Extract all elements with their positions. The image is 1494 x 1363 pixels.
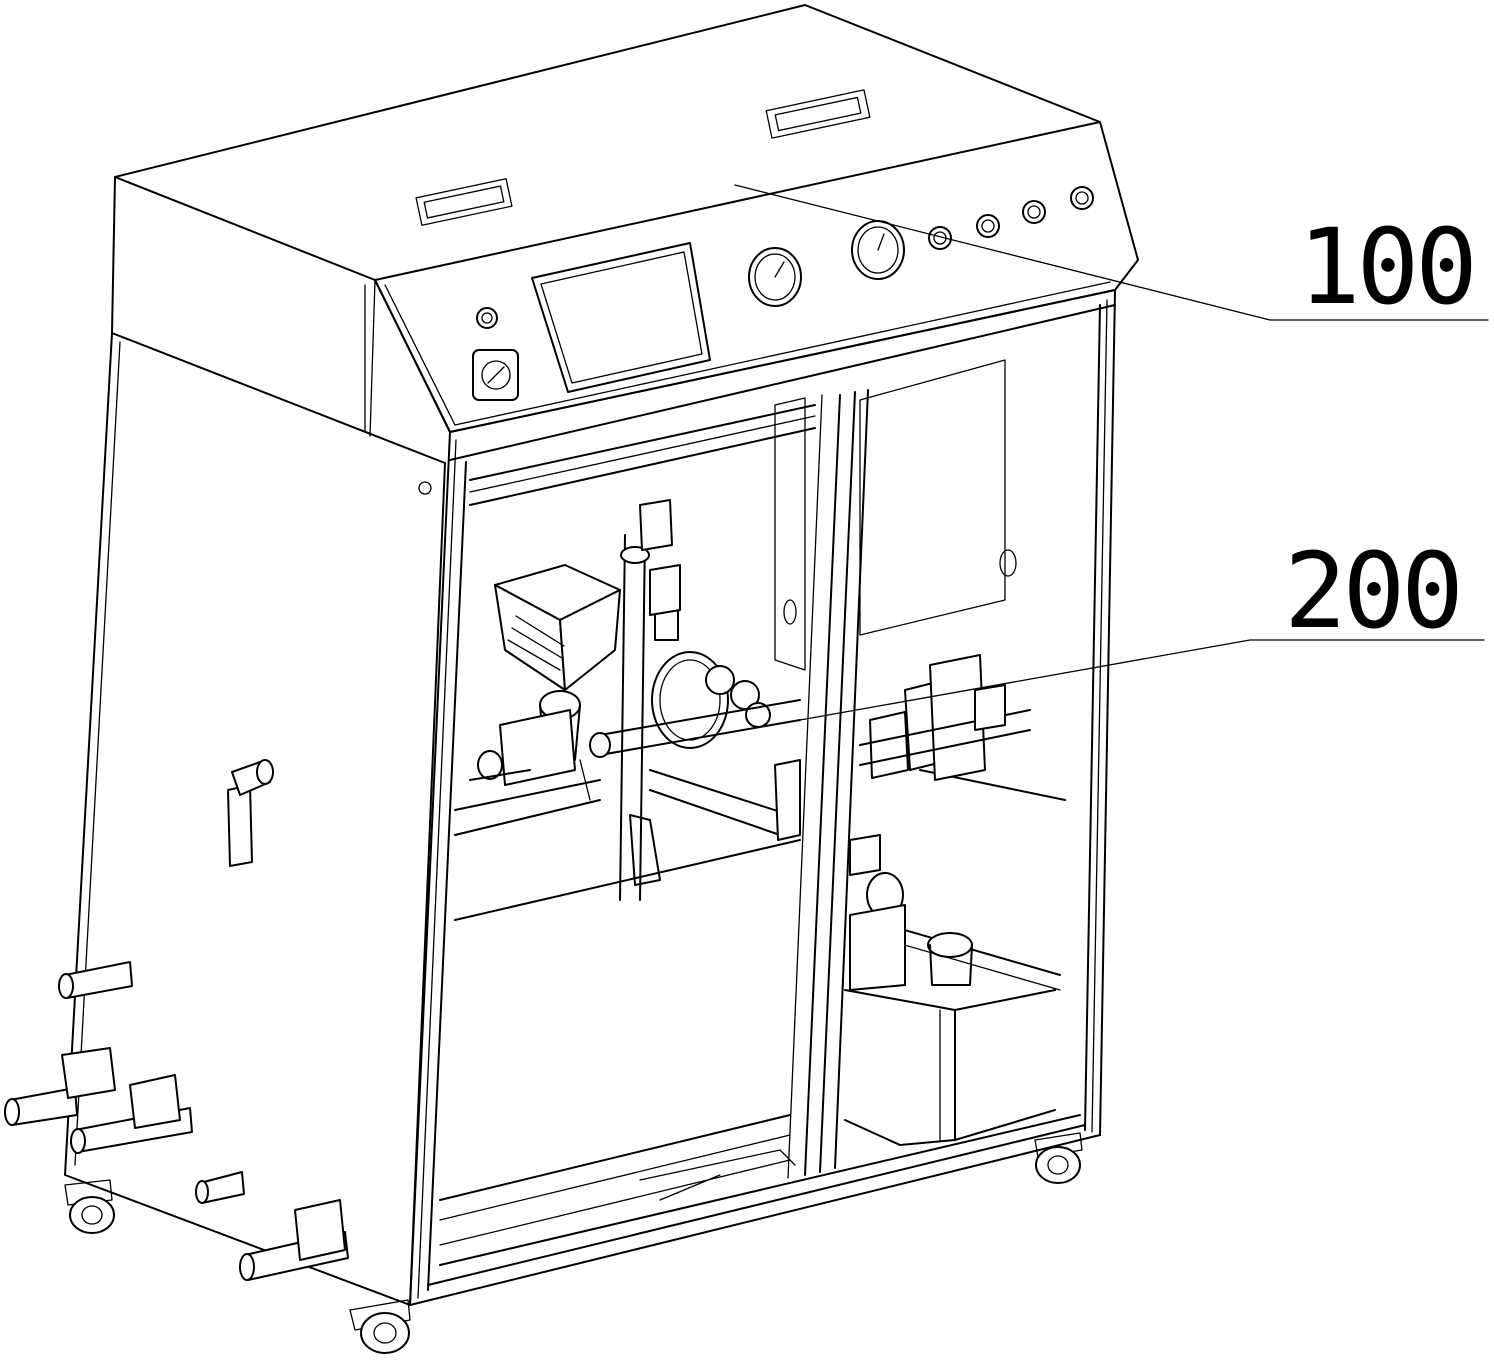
leader-line-200	[799, 639, 1485, 721]
control-panel	[472, 186, 1094, 401]
reference-label-100: 100	[1298, 206, 1474, 328]
leader-line-100	[734, 184, 1489, 321]
front-frame	[409, 289, 1116, 1306]
casters	[64, 1132, 1083, 1354]
internal-components	[454, 359, 1056, 1146]
reference-label-200: 200	[1284, 530, 1460, 652]
external-pipes	[4, 759, 349, 1281]
cabinet-shell	[64, 4, 1139, 1306]
